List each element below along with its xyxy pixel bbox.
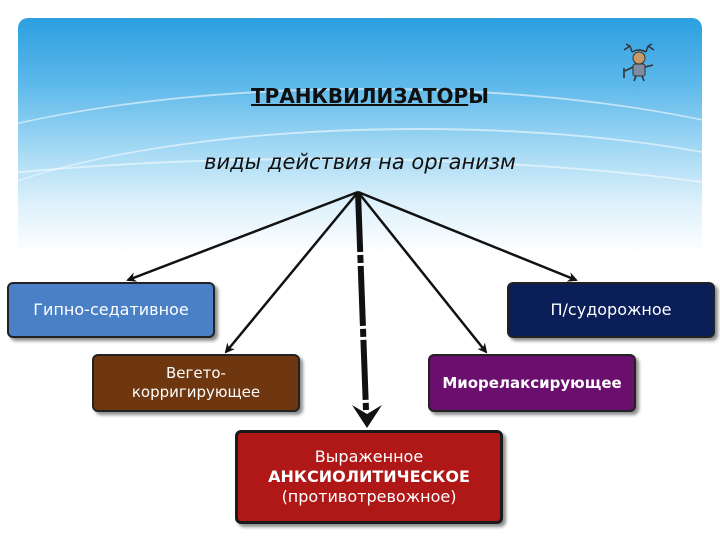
- box-anticonvulsant: П/судорожное: [507, 282, 715, 338]
- box-vegetative: Вегето- корригирующее: [92, 354, 300, 412]
- arrow-to-vegetative: [224, 191, 359, 354]
- title-underlined: ТРАНКВИЛИЗАТОР: [251, 84, 469, 108]
- subtitle: виды действия на организм: [204, 150, 516, 174]
- arrow-to-anxiolytic: [355, 191, 369, 411]
- mascot-icon: [623, 43, 655, 82]
- arrow-to-anticonvulsant: [357, 190, 578, 282]
- box-anticonvulsant-label: П/судорожное: [550, 300, 672, 319]
- title-suffix: Ы: [468, 84, 489, 108]
- box-myorelaxant: Миорелаксирующее: [428, 354, 636, 412]
- arrow-to-myorelaxant: [357, 191, 488, 354]
- decorative-wave: [18, 128, 702, 390]
- box-vegetative-line2: корригирующее: [131, 383, 261, 401]
- box-anxiolytic: Выраженное АНКСИОЛИТИЧЕСКОЕ (противотрев…: [235, 430, 503, 524]
- box-anxiolytic-line3: (противотревожное): [281, 487, 457, 506]
- decorative-wave: [18, 158, 702, 360]
- box-hypno-sedative: Гипно-седативное: [7, 282, 215, 338]
- box-myorelaxant-label: Миорелаксирующее: [442, 373, 622, 392]
- box-vegetative-line1: Вегето-: [166, 364, 226, 383]
- box-hypno-label: Гипно-седативное: [33, 300, 189, 319]
- box-anxiolytic-line2: АНКСИОЛИТИЧЕСКОЕ: [268, 467, 470, 486]
- page-title: ТРАНКВИЛИЗАТОРЫ: [150, 84, 590, 108]
- box-anxiolytic-line1: Выраженное: [314, 447, 424, 466]
- arrow-head-anxiolytic: [352, 405, 382, 428]
- decorative-wave: [18, 88, 702, 390]
- arrow-to-hypno: [126, 190, 359, 282]
